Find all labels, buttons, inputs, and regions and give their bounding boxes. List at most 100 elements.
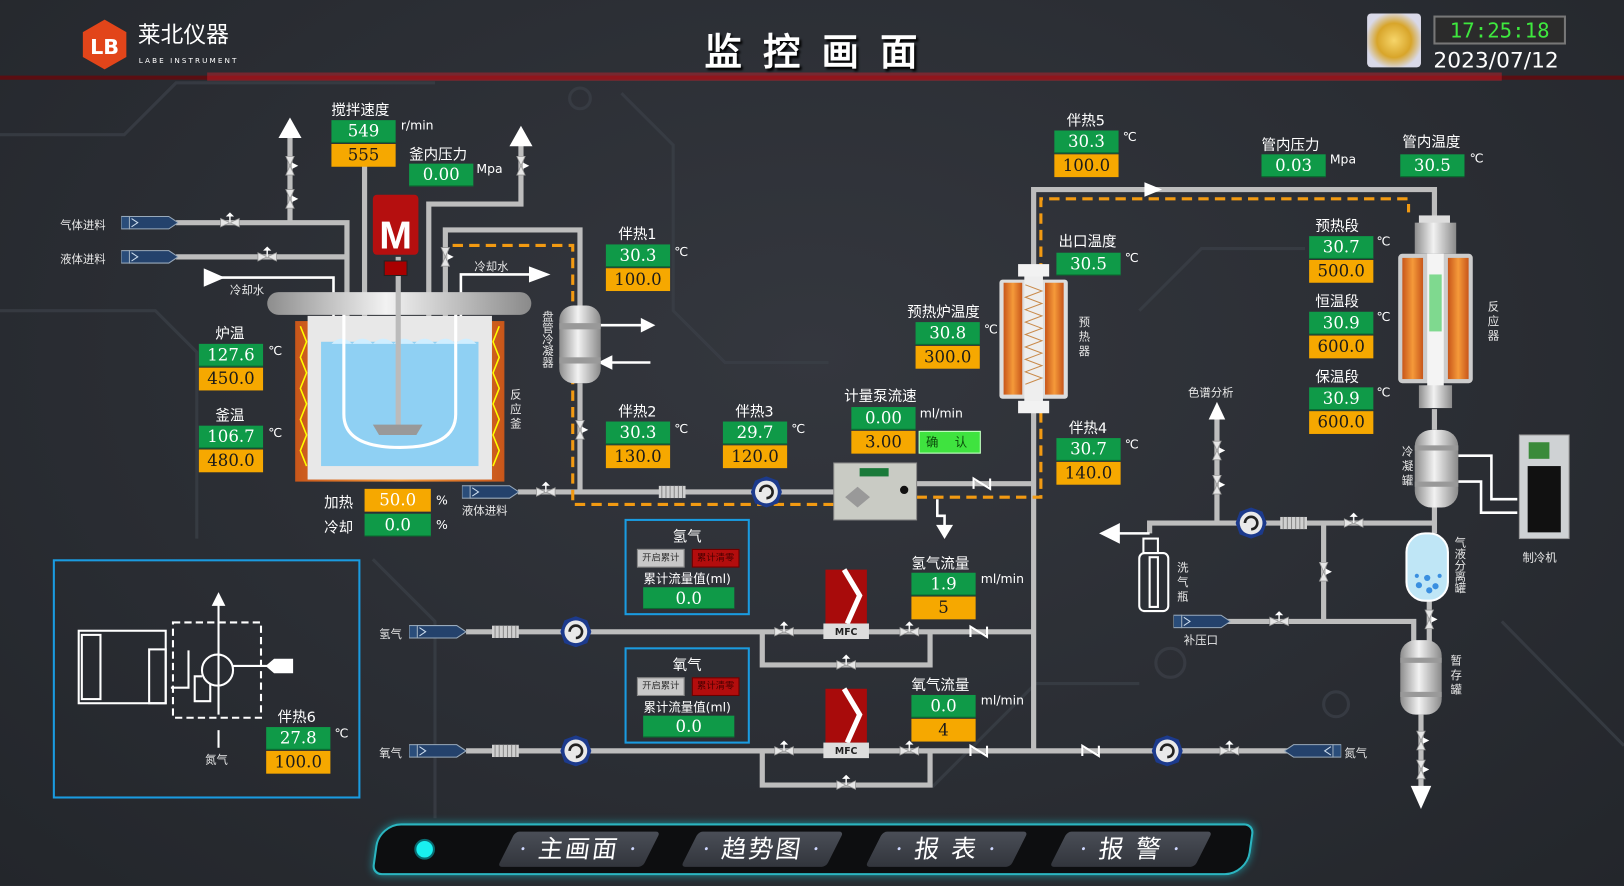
furnace-temp-value: 127.6: [198, 343, 264, 367]
trace4-unit: ℃: [1124, 437, 1139, 452]
flow-arrows: [203, 117, 1518, 809]
nav-main-label: 主画面: [504, 832, 654, 868]
confirm-button[interactable]: 确 认: [918, 430, 981, 454]
kettle-temp-unit: ℃: [268, 425, 283, 441]
pump-icon[interactable]: [560, 616, 592, 648]
kettle-temp-setpoint[interactable]: 480.0: [198, 449, 264, 473]
furnace-temp-unit: ℃: [268, 343, 283, 359]
hydrogen-totalizer-panel: 氢气 开启累计 累计清零 累计流量值(ml) 0.0: [624, 518, 750, 616]
filter: [491, 744, 519, 758]
nav-report[interactable]: 报 表: [865, 831, 1029, 867]
preheat-furnace-setpoint[interactable]: 300.0: [915, 345, 980, 369]
gas-feed-label: 气体进料: [60, 218, 106, 232]
page-title: 监 控 画 面: [704, 32, 922, 75]
cooling-water-in-label: 冷却水: [229, 283, 265, 298]
nav-trend[interactable]: 趋势图: [680, 831, 844, 867]
trace3-setpoint[interactable]: 120.0: [722, 445, 788, 469]
trace2-unit: ℃: [674, 421, 689, 437]
pump-icon[interactable]: [1151, 735, 1183, 767]
preheat-zone-value: 30.7: [1309, 236, 1374, 259]
outlet-temp-unit: ℃: [1124, 250, 1139, 266]
trace1-unit: ℃: [674, 244, 689, 259]
h2-flow-setpoint[interactable]: 5: [911, 596, 976, 620]
furnace-temp-setpoint[interactable]: 450.0: [198, 367, 264, 391]
trace6-setpoint[interactable]: 100.0: [266, 750, 331, 774]
insulation-zone-unit: ℃: [1376, 385, 1391, 400]
filter: [1280, 516, 1308, 530]
preheat-zone-setpoint[interactable]: 500.0: [1309, 259, 1374, 283]
chiller: [1518, 434, 1570, 540]
preheater-label: 预热器: [1077, 315, 1091, 360]
pump-icon[interactable]: [560, 735, 592, 767]
trace5-unit: ℃: [1122, 129, 1137, 144]
start-accumulate-button[interactable]: 开启累计: [636, 677, 685, 696]
cooling-value[interactable]: 0.0: [364, 513, 431, 537]
trace5-setpoint[interactable]: 100.0: [1054, 154, 1119, 178]
pump-flow-value: 0.00: [851, 407, 916, 430]
outlet-temp-label: 出口温度: [1058, 234, 1117, 251]
cooling-unit: %: [436, 517, 448, 533]
trace2-label: 伴热2: [618, 403, 657, 421]
filter: [491, 625, 519, 638]
power-icon[interactable]: [1367, 13, 1421, 68]
trace5-value: 30.3: [1054, 130, 1119, 154]
nitrogen-inlet-label: 氮气: [1344, 746, 1368, 761]
insulation-zone-label: 保温段: [1315, 369, 1359, 387]
gas-feed-nozzle: [121, 215, 179, 230]
back-pressure-pump-icon[interactable]: [1235, 507, 1267, 539]
kettle-pressure-label: 釜内压力: [409, 147, 468, 164]
trace4-setpoint[interactable]: 140.0: [1056, 461, 1121, 485]
o2-flow-label: 氧气流量: [911, 677, 970, 694]
tube-pressure-value: 0.03: [1261, 154, 1326, 178]
liquid-feed-label: 液体进料: [60, 252, 106, 267]
clock-time: 17:25:18: [1433, 15, 1566, 45]
o2-flow-setpoint[interactable]: 4: [911, 718, 976, 742]
outlet-temp-value: 30.5: [1056, 252, 1121, 276]
nav-alarm[interactable]: 报 警: [1049, 831, 1213, 868]
stir-speed-setpoint[interactable]: 555: [331, 143, 396, 167]
constant-zone-value: 30.9: [1309, 311, 1374, 335]
heating-value[interactable]: 50.0: [364, 488, 431, 512]
trace5-label: 伴热5: [1066, 112, 1106, 130]
accumulated-flow-caption: 累计流量值(ml): [643, 571, 731, 587]
kettle-label: 反应釜: [508, 388, 522, 432]
coil-condenser-label: 盘管冷凝器: [540, 310, 555, 368]
wash-bottle-label: 洗气瓶: [1175, 561, 1189, 605]
coil-condenser: [559, 305, 601, 384]
liquid-feed-nozzle: [121, 250, 179, 264]
trace1-setpoint[interactable]: 100.0: [605, 268, 671, 292]
o2-flow-value: 0.0: [911, 694, 976, 718]
start-accumulate-button[interactable]: 开启累计: [636, 548, 685, 568]
condense-tank-label: 冷凝罐: [1400, 445, 1414, 489]
trace2-setpoint[interactable]: 130.0: [605, 445, 671, 469]
reset-accumulate-button[interactable]: 累计清零: [691, 548, 740, 568]
constant-zone-setpoint[interactable]: 600.0: [1309, 335, 1374, 359]
trace3-value: 29.7: [722, 421, 788, 445]
nav-alarm-label: 报 警: [1056, 832, 1206, 868]
trace3-label: 伴热3: [735, 403, 774, 421]
nav-main[interactable]: 主画面: [497, 831, 661, 868]
reset-accumulate-button[interactable]: 累计清零: [691, 677, 740, 696]
trace6-label: 伴热6: [277, 709, 316, 727]
h2-flow-unit: ml/min: [980, 571, 1024, 587]
accumulated-flow-caption: 累计流量值(ml): [643, 700, 731, 715]
gc-sampling-schematic: [77, 592, 294, 748]
trace1-value: 30.3: [605, 244, 671, 268]
accumulated-flow-value: 0.0: [643, 587, 735, 609]
pump-flow-setpoint[interactable]: 3.00: [851, 430, 916, 454]
makeup-port-label: 补压口: [1183, 633, 1218, 648]
separator-label: 气液分离罐: [1453, 536, 1467, 594]
pump-icon[interactable]: [750, 476, 782, 508]
trace2-value: 30.3: [605, 421, 671, 445]
chromatography-label: 色谱分析: [1187, 386, 1234, 400]
mfc-label: MFC: [835, 627, 858, 638]
furnace-temp-label: 炉温: [215, 326, 245, 343]
trace3-unit: ℃: [791, 421, 806, 437]
pump-flow-label: 计量泵流速: [844, 388, 917, 405]
filter: [658, 485, 686, 499]
tube-temp-value: 30.5: [1400, 154, 1465, 178]
h2-flow-value: 1.9: [911, 572, 976, 596]
insulation-zone-setpoint[interactable]: 600.0: [1309, 411, 1374, 434]
reactor-label: 反应器: [1486, 300, 1500, 344]
oxygen-totalizer-title: 氧气: [672, 657, 702, 675]
